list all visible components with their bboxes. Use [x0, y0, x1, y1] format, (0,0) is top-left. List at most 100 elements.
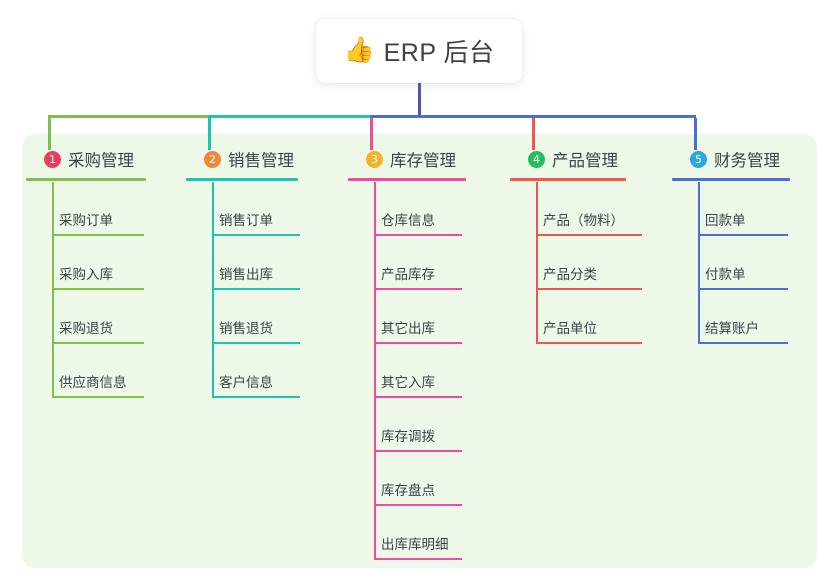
branch-item-label: 产品单位 — [543, 321, 597, 336]
branch-number-badge: 5 — [690, 150, 707, 168]
branch-item-rule — [52, 342, 144, 344]
branch-item-rule — [374, 234, 462, 236]
branch-item[interactable]: 产品（物料） — [510, 182, 642, 236]
branch-item-rule — [212, 288, 300, 290]
branch-stem-3 — [370, 118, 373, 150]
branch-item-label: 销售出库 — [219, 267, 273, 282]
branch-stem-2 — [208, 118, 211, 150]
branch-item-label: 客户信息 — [219, 375, 273, 390]
branch-item[interactable]: 出库库明细 — [348, 506, 462, 560]
branch-item-rule — [52, 234, 144, 236]
branch-item-rule — [374, 558, 462, 560]
branch-item-label: 采购退货 — [59, 321, 113, 336]
branch-item-list: 仓库信息产品库存其它出库其它入库库存调拨库存盘点出库库明细 — [348, 182, 462, 560]
branch-item-label: 销售订单 — [219, 213, 273, 228]
branch-item[interactable]: 付款单 — [672, 236, 788, 290]
branch-item-rule — [698, 288, 788, 290]
branch-column-1: 1 采购管理采购订单采购入库采购退货供应商信息 — [26, 146, 146, 398]
branch-item-rule — [212, 396, 300, 398]
branch-header-2[interactable]: 2 销售管理 — [186, 146, 294, 172]
branch-item[interactable]: 结算账户 — [672, 290, 788, 344]
branch-spine — [212, 182, 214, 398]
branch-item-label: 采购入库 — [59, 267, 113, 282]
branch-title: 财务管理 — [714, 152, 780, 170]
branch-item[interactable]: 客户信息 — [186, 344, 300, 398]
branch-item[interactable]: 供应商信息 — [26, 344, 144, 398]
branch-item-rule — [374, 396, 462, 398]
branch-item[interactable]: 库存盘点 — [348, 452, 462, 506]
branch-number-badge: 2 — [204, 150, 221, 168]
branch-item-rule — [536, 288, 642, 290]
branch-item[interactable]: 其它出库 — [348, 290, 462, 344]
root-node[interactable]: 👍 ERP 后台 — [316, 19, 522, 83]
branch-item[interactable]: 回款单 — [672, 182, 788, 236]
branch-item-rule — [536, 342, 642, 344]
branch-number-badge: 1 — [44, 150, 61, 168]
branch-item[interactable]: 采购订单 — [26, 182, 144, 236]
branch-item-rule — [536, 234, 642, 236]
branch-title: 销售管理 — [228, 152, 294, 170]
branch-number-badge: 3 — [366, 150, 383, 168]
branch-spine — [698, 182, 700, 344]
branch-item-rule — [212, 342, 300, 344]
branch-header-4[interactable]: 4 产品管理 — [510, 146, 618, 172]
branch-column-3: 3 库存管理仓库信息产品库存其它出库其它入库库存调拨库存盘点出库库明细 — [348, 146, 466, 560]
branch-item-label: 其它入库 — [381, 375, 435, 390]
branch-item[interactable]: 销售订单 — [186, 182, 300, 236]
branch-item-rule — [698, 234, 788, 236]
branch-item-rule — [374, 342, 462, 344]
branch-item-rule — [212, 234, 300, 236]
branch-header-5[interactable]: 5 财务管理 — [672, 146, 780, 172]
branch-item-label: 供应商信息 — [59, 375, 127, 390]
branch-underline — [510, 178, 626, 181]
branch-header-1[interactable]: 1 采购管理 — [26, 146, 134, 172]
branch-item-rule — [52, 396, 144, 398]
branch-number-badge: 4 — [528, 150, 545, 168]
branch-item-label: 销售退货 — [219, 321, 273, 336]
branch-item-rule — [374, 450, 462, 452]
branch-item[interactable]: 产品库存 — [348, 236, 462, 290]
branch-stem-4 — [532, 118, 535, 150]
branch-item-label: 库存盘点 — [381, 483, 435, 498]
branch-item-rule — [52, 288, 144, 290]
branch-item[interactable]: 产品单位 — [510, 290, 642, 344]
branch-item-list: 销售订单销售出库销售退货客户信息 — [186, 182, 300, 398]
branch-item-list: 采购订单采购入库采购退货供应商信息 — [26, 182, 144, 398]
branch-item-rule — [698, 342, 788, 344]
branch-item-rule — [374, 504, 462, 506]
branch-header-3[interactable]: 3 库存管理 — [348, 146, 456, 172]
branch-item-label: 库存调拨 — [381, 429, 435, 444]
branch-item[interactable]: 仓库信息 — [348, 182, 462, 236]
root-node-label: ERP 后台 — [383, 39, 495, 67]
branch-item[interactable]: 采购入库 — [26, 236, 144, 290]
branch-spine — [536, 182, 538, 344]
branch-item-label: 产品库存 — [381, 267, 435, 282]
branch-item-label: 回款单 — [705, 213, 746, 228]
branch-underline — [672, 178, 790, 181]
branch-item-label: 采购订单 — [59, 213, 113, 228]
branch-item[interactable]: 销售出库 — [186, 236, 300, 290]
bus-segment-2 — [208, 115, 370, 118]
branch-item[interactable]: 采购退货 — [26, 290, 144, 344]
branch-title: 库存管理 — [390, 152, 456, 170]
branch-spine — [52, 182, 54, 398]
branch-spine — [374, 182, 376, 560]
branch-item[interactable]: 产品分类 — [510, 236, 642, 290]
branch-column-2: 2 销售管理销售订单销售出库销售退货客户信息 — [186, 146, 300, 398]
branch-stem-5 — [694, 118, 697, 150]
branch-title: 采购管理 — [68, 152, 134, 170]
branch-item[interactable]: 库存调拨 — [348, 398, 462, 452]
branch-item-rule — [374, 288, 462, 290]
branch-item-list: 回款单付款单结算账户 — [672, 182, 788, 344]
branch-underline — [26, 178, 146, 181]
branch-item-list: 产品（物料） 产品分类产品单位 — [510, 182, 642, 344]
branch-item[interactable]: 销售退货 — [186, 290, 300, 344]
branch-title: 产品管理 — [552, 152, 618, 170]
branch-column-4: 4 产品管理产品（物料） 产品分类产品单位 — [510, 146, 642, 344]
branch-item[interactable]: 其它入库 — [348, 344, 462, 398]
bus-segment-1 — [48, 115, 208, 118]
branch-item-label: 产品分类 — [543, 267, 597, 282]
branch-underline — [186, 178, 298, 181]
branch-item-label: 结算账户 — [705, 321, 759, 336]
branch-item-label: 仓库信息 — [381, 213, 435, 228]
